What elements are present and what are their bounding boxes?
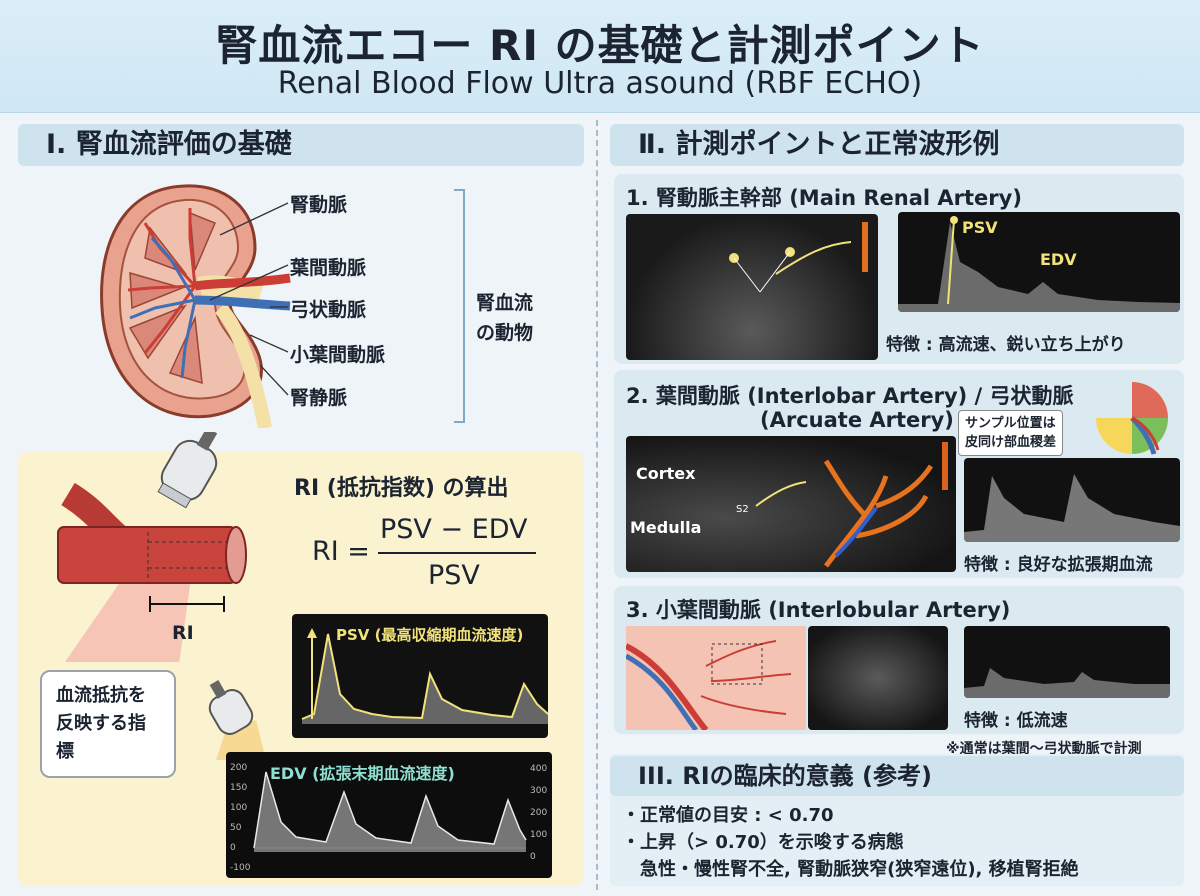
panel2-caption: 特徴 : 良好な拡張期血流 [964,555,1153,575]
note-line1: サンプル位置は [965,416,1056,431]
clinical-item-conditions: 急性・慢性腎不全, 腎動脈狭窄(狭窄遠位), 移植腎拒絶 [640,859,1079,880]
panel1-bmode-image [626,214,878,360]
axis-right-tick: 0 [530,852,536,862]
formula-lhs: RI = [312,536,370,567]
section3-heading: III. RIの臨床的意義 (参考) [610,756,1184,796]
cortex-label: Cortex [636,464,696,483]
probe-icon [208,680,266,760]
psv-label: PSV (最高収縮期血流速度) [336,626,524,644]
panel3-bmode-image [808,626,948,730]
panel1-doppler-waveform [898,212,1180,312]
axis-left-tick: 50 [230,823,242,833]
note-line2: 皮同け部血稷差 [965,435,1057,450]
section3-list: ・正常値の目安 : < 0.70 ・上昇（> 0.70）を示唆する病態 急性・慢… [622,802,1079,883]
edv-axis-right: 400 300 200 100 0 [530,758,552,868]
edv-waveform-panel [226,752,552,878]
formula-denominator: PSV [428,560,480,591]
measurement-footnote: ※通常は葉間〜弓状動脈で計測 [946,741,1142,757]
header-banner [0,0,1200,113]
axis-right-tick: 200 [530,808,548,818]
panel2-doppler-image [626,436,956,572]
bracket [454,189,465,423]
panel1-waveform-svg [898,216,1180,312]
panel2-title-line1: 2. 葉間動脈 (Interlobar Artery) / 弓状動脈 [626,384,1074,408]
label-renal-vein: 腎静脈 [290,387,348,409]
axis-left-tick: 150 [230,783,248,793]
sample-position-note: サンプル位置は 皮同け部血稷差 [958,410,1064,456]
section1-heading: Ⅰ. 腎血流評価の基礎 [18,124,584,166]
ri-title: RI (抵抗指数) の算出 [294,476,509,501]
edv-label: EDV (拡張末期血流速度) [270,764,455,783]
panel1-caption: 特徴 : 高流速、鋭い立ち上がり [886,335,1126,355]
panel3-doppler-waveform [964,626,1170,698]
panel2-title-line2: (Arcuate Artery) [760,408,954,432]
bracket-label-line1: 腎血流 [476,292,534,314]
sample-marker: S2 [736,504,749,515]
label-renal-artery: 腎動脈 [290,194,348,216]
bubble-line2: 反映する指標 [56,713,146,762]
axis-left-tick: 0 [230,843,236,853]
panel2-waveform-svg [964,474,1180,542]
axis-right-tick: 400 [530,764,548,774]
edv-waveform [253,771,527,852]
label-interlobular-artery: 小葉間動脈 [290,344,386,366]
panel2-doppler-waveform [964,458,1180,542]
edv-axis-left: 200 150 100 50 0 -100 [230,758,254,878]
panel2-color-flow [755,442,948,568]
label-arcuate-artery: 弓状動脈 [290,299,367,321]
axis-left-tick: -100 [230,863,251,873]
vessel-probe-illustration [57,432,247,662]
axis-left-tick: 100 [230,803,248,813]
panel3-caption: 特徴 : 低流速 [964,711,1068,731]
bracket-label-line2: の動物 [476,322,534,344]
axis-right-tick: 300 [530,786,548,796]
panel1-psv-label: PSV [962,218,998,237]
axis-left-tick: 200 [230,763,248,773]
section2-heading: Ⅱ. 計測ポイントと正常波形例 [610,124,1184,166]
psv-waveform-panel [292,614,548,738]
panel3-title: 3. 小葉間動脈 (Interlobular Artery) [626,598,1011,622]
clinical-item-normal: ・正常値の目安 : < 0.70 [622,805,834,826]
vessel-ri-label: RI [172,622,194,644]
medulla-label: Medulla [630,518,702,537]
kidney-illustration [100,184,291,428]
panel3-waveform-svg [964,668,1170,698]
formula-numerator: PSV − EDV [380,514,528,545]
interlobular-illustration [626,626,806,730]
page-title: 腎血流エコー RI の基礎と計測ポイント [215,21,985,70]
page-subtitle: Renal Blood Flow Ultra asound (RBF ECHO) [277,66,923,101]
bracket-label: 腎血流 の動物 [476,288,533,348]
column-divider [596,120,598,890]
clinical-item-elevated: ・上昇（> 0.70）を示唆する病態 [622,832,904,853]
ri-description-bubble: 血流抵抗を 反映する指標 [40,670,176,778]
label-leader-lines [210,202,289,396]
bubble-line1: 血流抵抗を [56,685,146,706]
fraction-bar [378,552,536,554]
psv-waveform [301,628,548,724]
kidney-section-icon [1096,382,1168,455]
panel1-title: 1. 腎動脈主幹部 (Main Renal Artery) [626,186,1022,210]
panel1-edv-label: EDV [1040,250,1077,269]
axis-right-tick: 100 [530,830,548,840]
panel1-bmode-overlay [729,222,868,293]
label-interlobar-artery: 葉間動脈 [290,257,367,279]
